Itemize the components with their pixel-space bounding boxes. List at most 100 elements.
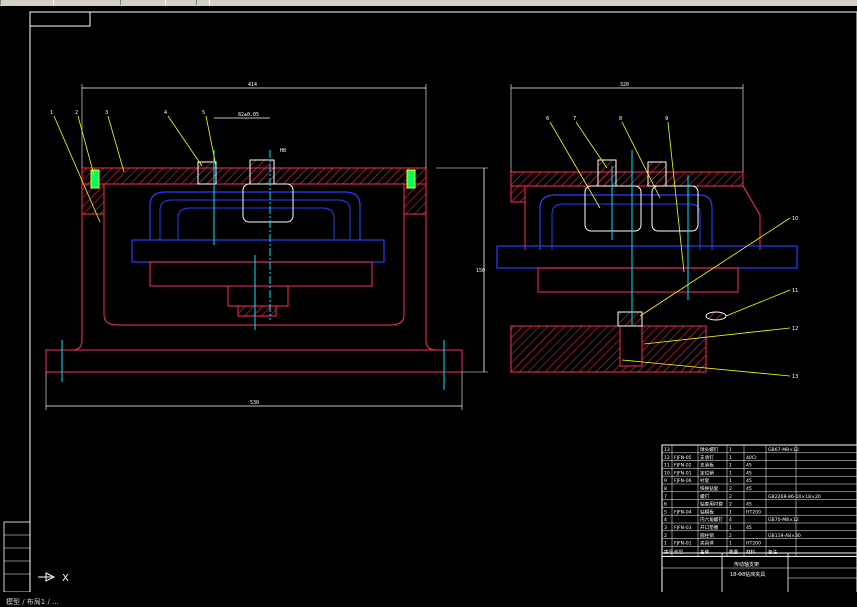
bom-cell-mat: HT200 xyxy=(746,509,761,515)
bom-cell-no: 5 xyxy=(664,509,667,515)
bom-frame xyxy=(661,444,857,557)
bushing-left xyxy=(197,161,217,185)
status-bar: 模型 / 布局1 / ... xyxy=(0,598,857,607)
bushing-center xyxy=(242,183,294,223)
leaders-right: 6 7 8 9 10 11 12 13 xyxy=(546,116,798,380)
bom-cell-name: 开口垫圈 xyxy=(700,524,719,531)
side-view xyxy=(496,150,798,373)
bom-cell-mat: 40Cr xyxy=(746,455,757,461)
bom-cell-std: GB67-M8×12 xyxy=(768,447,799,453)
locating-boss xyxy=(227,285,289,307)
bom-cell-no: 7 xyxy=(664,494,667,500)
bom-cell-no: 6 xyxy=(664,502,667,508)
status-text: 模型 / 布局1 / ... xyxy=(6,598,59,606)
side-workpiece-inner xyxy=(551,203,701,250)
front-view xyxy=(45,150,463,390)
workpiece-inner xyxy=(177,207,335,240)
bom-cell-qty: 2 xyxy=(729,502,732,508)
bom-cell-qty: 2 xyxy=(729,486,732,492)
callout-1: 1 xyxy=(50,110,53,116)
dim-base-width: 530 xyxy=(250,400,259,406)
callout-2: 2 xyxy=(75,110,78,116)
fixture-body-outline xyxy=(46,190,462,351)
bom-cell-code: FJFN-06 xyxy=(674,478,692,484)
bom-cell-name: 快换钻套 xyxy=(700,485,719,492)
side-body xyxy=(524,185,761,250)
bom-cell-qty: 1 xyxy=(729,541,732,547)
bom-cell-code: FJFN-01 xyxy=(674,470,692,476)
tab-strip-3[interactable] xyxy=(196,0,210,5)
side-wall-hatch xyxy=(510,185,526,203)
callout-11: 11 xyxy=(792,288,798,294)
bom-cell-name: 螺钉 xyxy=(700,493,710,500)
pin-right xyxy=(406,169,416,189)
fixture-body-inner xyxy=(103,190,405,326)
bom-cell-std: GB2268-86-10×18×20 xyxy=(768,494,821,500)
callout-6: 6 xyxy=(546,116,549,122)
bom-cell-code: FJFN-01 xyxy=(674,541,692,547)
bom-cell-mat: 45 xyxy=(746,486,752,492)
bom-cell-code: FJFN-03 xyxy=(674,525,692,531)
title-name-1: 传动轴支架 xyxy=(734,561,759,568)
bom-header-cell: 序号 xyxy=(664,548,674,555)
callout-9: 9 xyxy=(665,116,668,122)
bom-header-cell: 名称 xyxy=(700,548,710,555)
side-support xyxy=(537,267,739,293)
bom-header-cell: 代号 xyxy=(674,548,684,555)
dim-top-width: 414 xyxy=(248,82,257,88)
bom-cell-mat: 45 xyxy=(746,525,752,531)
bom-cell-no: 10 xyxy=(664,470,670,476)
bom-cell-mat: 45 xyxy=(746,478,752,484)
bom-cell-qty: 1 xyxy=(729,478,732,484)
side-drill-plate xyxy=(510,171,744,187)
ucs-icon: X xyxy=(38,572,69,584)
callout-8: 8 xyxy=(619,116,622,122)
workpiece-flange xyxy=(131,239,385,263)
bom-cell-no: 12 xyxy=(664,455,670,461)
dimensions-left: 414 82±0.05 H8 150 530 xyxy=(45,82,488,410)
tab-strip-1[interactable] xyxy=(0,0,54,5)
bom-header-cell: 备注 xyxy=(768,548,778,555)
dim-height: 150 xyxy=(476,268,485,274)
bom-cell-name: 支承板 xyxy=(700,462,714,469)
side-cap-b xyxy=(647,161,667,187)
dim-side-width: 320 xyxy=(620,82,629,88)
side-support-pin xyxy=(705,311,727,321)
bom-cell-mat: 45 xyxy=(746,470,752,476)
bom-cell-name: 圆柱销 xyxy=(700,532,714,539)
bom-cell-code: FJFN-04 xyxy=(674,509,692,515)
cad-drawing: 414 82±0.05 H8 150 530 1 2 3 4 5 xyxy=(3,11,857,592)
bom-cell-qty: 2 xyxy=(729,494,732,500)
bom-cell-qty: 4 xyxy=(729,517,732,523)
bom-cell-no: 1 xyxy=(664,541,667,547)
workpiece-mid xyxy=(159,199,351,240)
bom-cell-no: 3 xyxy=(664,525,667,531)
bom-cell-qty: 1 xyxy=(729,525,732,531)
bom-cell-name: 衬套 xyxy=(700,477,710,484)
side-pin-head xyxy=(617,311,643,327)
bom-cell-mat: HT200 xyxy=(746,541,761,547)
bom-cell-no: 13 xyxy=(664,447,670,453)
support-block xyxy=(149,261,373,287)
dim-fit: H8 xyxy=(280,148,286,154)
bom-cell-no: 9 xyxy=(664,478,667,484)
side-base xyxy=(510,325,707,373)
bom-cell-name: 定位销 xyxy=(700,469,714,476)
bom-cell-qty: 1 xyxy=(729,509,732,515)
bom-cell-mat: 45 xyxy=(746,463,752,469)
side-flange xyxy=(496,245,798,269)
pin-left xyxy=(90,169,100,189)
bom-cell-no: 11 xyxy=(664,463,670,469)
drawing-canvas[interactable]: 414 82±0.05 H8 150 530 1 2 3 4 5 xyxy=(0,6,857,607)
bom-cell-name: 钻模板 xyxy=(700,508,714,515)
bom-cell-name: 支承钉 xyxy=(700,454,714,461)
bom-cell-name: 钻套用衬套 xyxy=(700,501,723,508)
tab-strip-2[interactable] xyxy=(120,0,166,5)
side-cap-a xyxy=(597,159,617,187)
base-plate xyxy=(45,349,463,373)
title-name-2: 18-Φ8钻床夹具 xyxy=(730,571,765,578)
bom-cell-no: 2 xyxy=(664,533,667,539)
callout-5: 5 xyxy=(202,110,205,116)
ucs-x-label: X xyxy=(62,573,69,584)
bom-cell-name: 球头螺钉 xyxy=(700,446,719,453)
